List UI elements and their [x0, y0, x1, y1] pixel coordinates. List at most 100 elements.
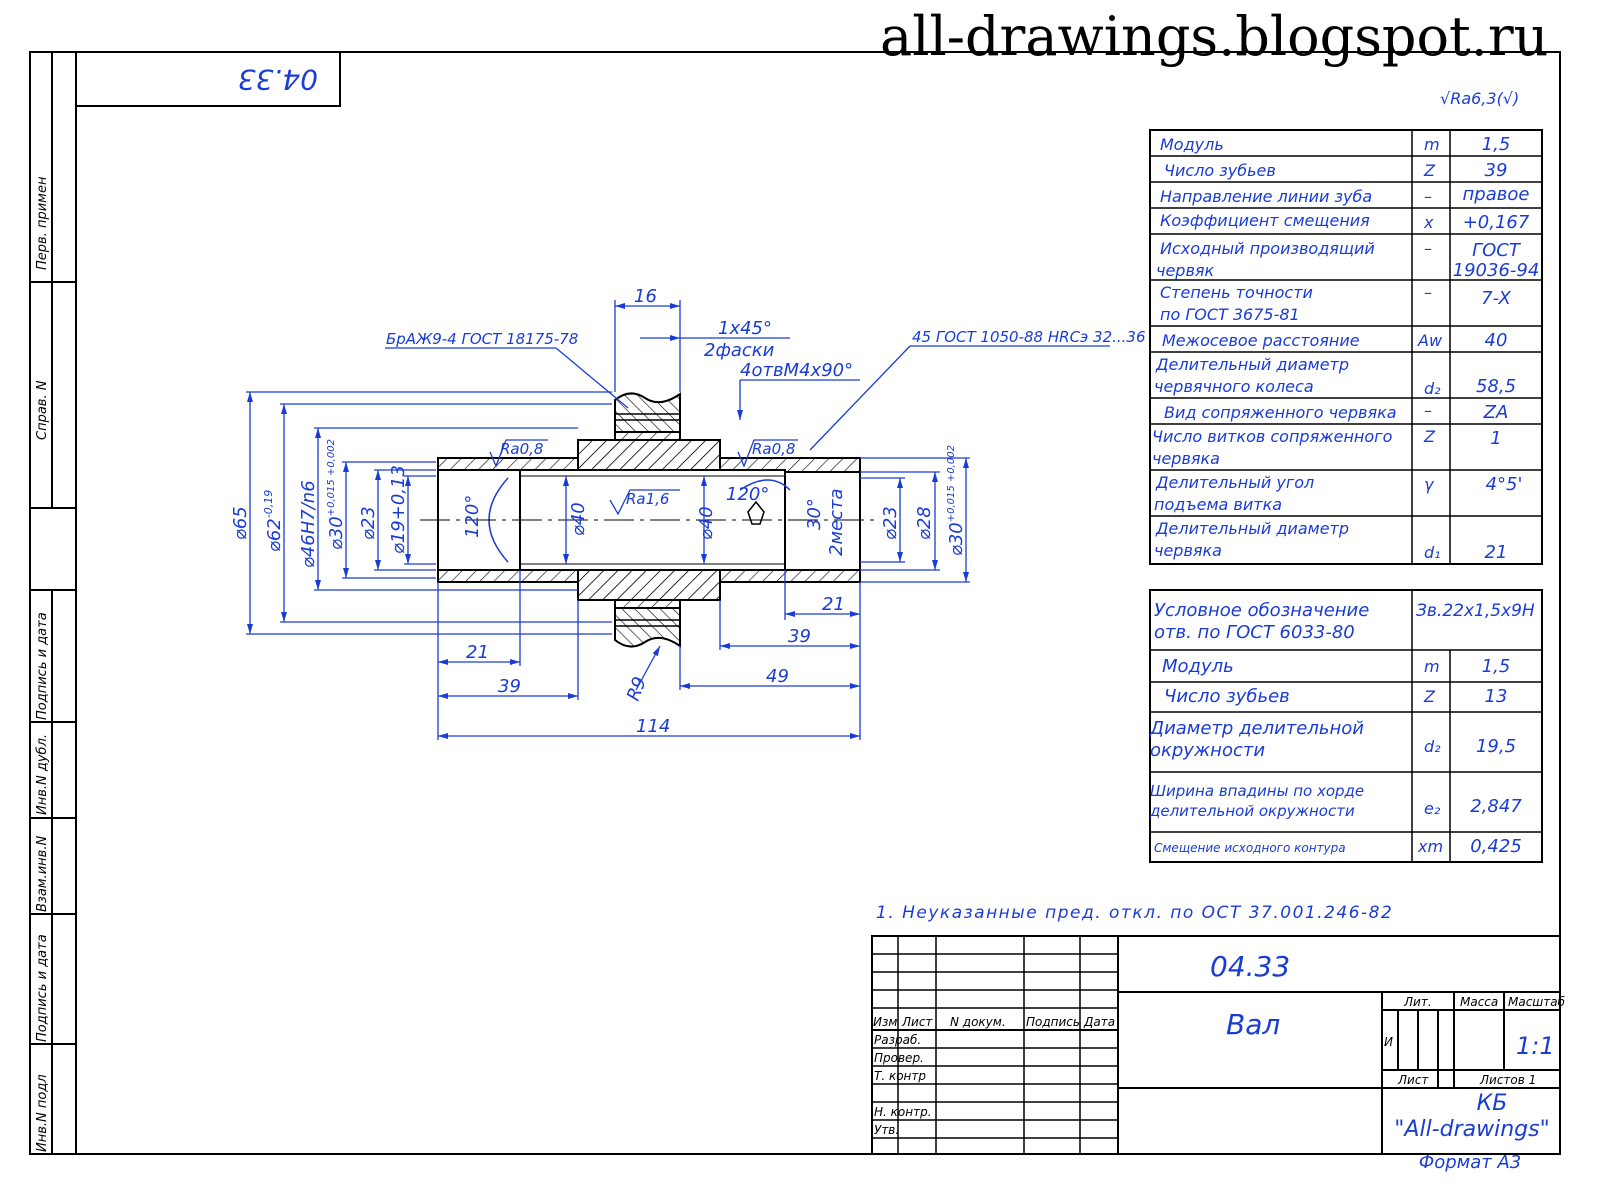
gear-row-sym: – — [1424, 283, 1432, 302]
gear-row-name: Степень точности — [1160, 283, 1313, 302]
dim-r9: R9 — [623, 674, 651, 704]
dim-49: 49 — [766, 666, 789, 687]
side-label: Инв.N дубл. — [35, 734, 50, 815]
gear-row-sym: x — [1423, 213, 1434, 232]
gear-row-val: 4°5' — [1486, 474, 1523, 495]
dim-120-right: 120° — [726, 484, 769, 505]
tb-header: Лист — [901, 1015, 933, 1029]
tb-header: Подпись — [1026, 1015, 1080, 1029]
gear-row-val2: 19036-94 — [1453, 260, 1540, 281]
dim-2places: 2места — [826, 488, 847, 556]
side-strip — [30, 52, 76, 1154]
tb-scale-label: Масштаб — [1508, 995, 1566, 1009]
spline-row-name2: окружности — [1150, 740, 1265, 761]
gear-row-sym: d₁ — [1424, 543, 1441, 562]
gear-row-name2: подъема витка — [1154, 495, 1282, 514]
gear-row-name: Число витков сопряженного — [1152, 427, 1393, 446]
corner-stamp-text: 04.33 — [238, 63, 318, 96]
tb-format: Формат А3 — [1419, 1152, 1522, 1173]
tb-sheets-label: Листов 1 — [1479, 1073, 1536, 1087]
spline-row-name: Условное обозначение — [1154, 600, 1369, 621]
side-label: Подпись и дата — [35, 612, 50, 720]
gear-parameters-table: Модуль m 1,5 Число зубьев Z 39 Направлен… — [1149, 129, 1543, 565]
gear-row-val: 40 — [1485, 330, 1508, 351]
side-labels: Перв. примен Справ. N Подпись и дата Инв… — [35, 176, 50, 1152]
gear-row-name: Вид сопряженного червяка — [1164, 403, 1397, 422]
gear-row-name: Направление линии зуба — [1160, 187, 1372, 206]
dim-d65: ⌀65 — [230, 506, 251, 540]
gear-row-name2: червячного колеса — [1154, 377, 1314, 396]
gear-row-val: 21 — [1485, 542, 1508, 563]
gear-row-name2: червяка — [1154, 541, 1222, 560]
gear-row-name: Число зубьев — [1164, 161, 1276, 180]
dim-30: 30° — [804, 498, 825, 530]
side-label: Перв. примен — [35, 176, 50, 270]
side-label: Справ. N — [35, 380, 50, 440]
tb-doc-number: 04.33 — [1210, 950, 1290, 983]
spline-row-name2: делительной окружности — [1149, 802, 1355, 820]
dim-114: 114 — [636, 716, 670, 737]
title-block: Изм Лист N докум. Подпись Дата Разраб. П… — [871, 935, 1566, 1173]
gear-row-sym: Z — [1423, 161, 1436, 180]
spline-row-name2: отв. по ГОСТ 6033-80 — [1154, 622, 1355, 643]
spline-row-sym: Z — [1423, 687, 1436, 706]
spline-row-val: 19,5 — [1476, 736, 1516, 757]
tb-org-line1: КБ — [1477, 1091, 1508, 1116]
dim-21-left: 21 — [466, 642, 489, 663]
gear-row-sym: – — [1424, 401, 1432, 420]
spline-row-val: 13 — [1485, 686, 1508, 707]
dim-39-right: 39 — [788, 626, 811, 647]
spline-row-sym: xm — [1417, 837, 1443, 856]
dimension-lines — [246, 300, 1110, 740]
tb-header: Дата — [1083, 1015, 1115, 1029]
gear-row-val: ГОСТ — [1472, 240, 1522, 261]
spline-row-sym: m — [1424, 657, 1440, 676]
dim-d30-left: ⌀30+0,015 +0,002 — [326, 439, 347, 550]
corner-stamp: 04.33 — [75, 51, 341, 107]
tb-role: Утв. — [874, 1123, 899, 1137]
gear-row-val: +0,167 — [1463, 212, 1530, 233]
dim-16: 16 — [634, 286, 657, 307]
gear-row-name: Коэффициент смещения — [1160, 211, 1370, 230]
spline-row-val: 2,847 — [1470, 796, 1522, 817]
gear-row-val: 1,5 — [1482, 134, 1511, 155]
tb-org-line2: "All-drawings" — [1394, 1117, 1549, 1142]
spline-row-val: 0,425 — [1470, 836, 1522, 857]
dim-d62: ⌀62-0,19 — [262, 490, 285, 552]
tb-role: Т. контр — [874, 1069, 926, 1083]
dim-ra08-left: Ra0,8 — [500, 440, 543, 458]
gear-row-name: Делительный угол — [1155, 473, 1314, 492]
material-rim: БрАЖ9-4 ГОСТ 18175-78 — [386, 330, 578, 348]
gear-row-val: правое — [1463, 184, 1530, 205]
spline-row-val: 1,5 — [1482, 656, 1511, 677]
part-section — [420, 392, 880, 648]
dim-d30-right: ⌀30+0,015 +0,002 — [946, 445, 967, 556]
dim-d40-a: ⌀40 — [568, 502, 589, 536]
gear-row-name: Модуль — [1160, 135, 1224, 154]
spline-row-name: Модуль — [1162, 656, 1234, 677]
tb-header: Изм — [873, 1015, 897, 1029]
dim-holes: 4отвМ4x90° — [740, 360, 853, 381]
gear-row-name2: червяк — [1156, 261, 1215, 280]
tb-mass-label: Масса — [1460, 995, 1498, 1009]
gear-row-name: Делительный диаметр — [1155, 355, 1349, 374]
dim-120-left: 120° — [462, 495, 483, 538]
tb-scale-value: 1:1 — [1516, 1032, 1555, 1060]
gear-row-name2: по ГОСТ 3675-81 — [1160, 305, 1300, 324]
gear-row-val: 58,5 — [1476, 376, 1516, 397]
gear-row-sym: Aw — [1417, 331, 1443, 350]
spline-row-sym: d₂ — [1424, 737, 1441, 756]
tb-role: Н. контр. — [874, 1105, 932, 1119]
dim-d46: ⌀46H7/n6 — [298, 480, 319, 568]
dimension-texts: БрАЖ9-4 ГОСТ 18175-78 45 ГОСТ 1050-88 HR… — [230, 286, 1146, 737]
side-label: Подпись и дата — [35, 934, 50, 1042]
gear-row-sym: m — [1424, 135, 1440, 154]
gear-row-name: Делительный диаметр — [1155, 519, 1349, 538]
tb-lit-value: И — [1384, 1035, 1393, 1049]
tb-part-name: Вал — [1226, 1008, 1280, 1041]
gear-row-sym: d₂ — [1424, 379, 1441, 398]
spline-row-name: Ширина впадины по хорде — [1150, 782, 1364, 800]
gear-row-sym: Z — [1423, 427, 1436, 446]
gear-row-sym: – — [1424, 239, 1432, 258]
dim-d28: ⌀28 — [914, 506, 935, 540]
